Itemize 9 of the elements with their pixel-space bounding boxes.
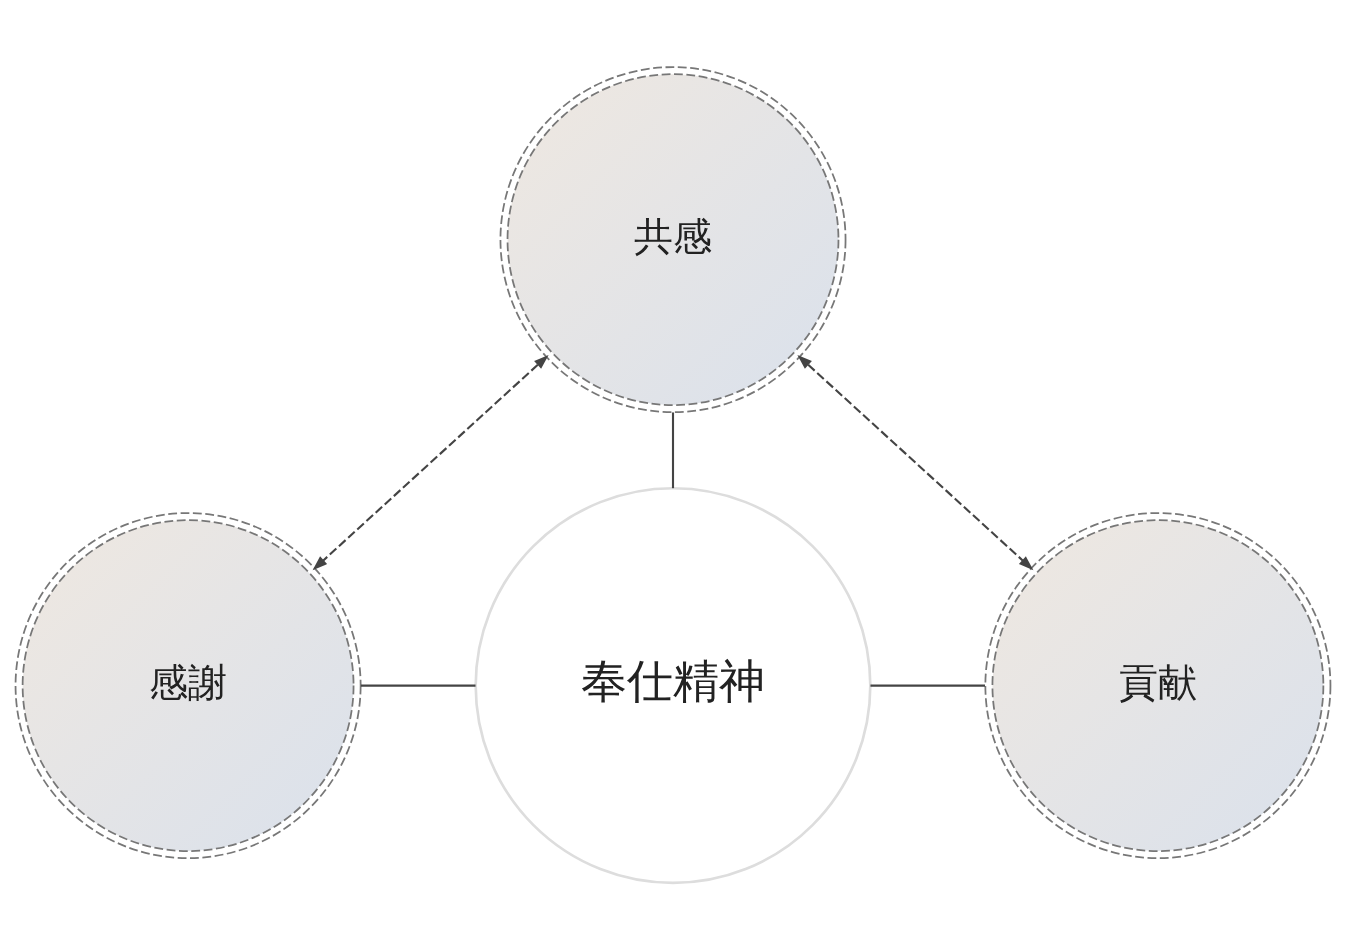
connector xyxy=(360,684,476,687)
node-circle: 奉仕精神 xyxy=(474,486,872,885)
arrow xyxy=(312,354,549,571)
connector xyxy=(671,412,675,489)
arrow xyxy=(797,354,1034,571)
node-circle: 貢献 xyxy=(984,512,1332,860)
connector xyxy=(870,684,985,687)
node-circle: 共感 xyxy=(499,66,847,414)
node-circle: 感謝 xyxy=(14,512,362,860)
